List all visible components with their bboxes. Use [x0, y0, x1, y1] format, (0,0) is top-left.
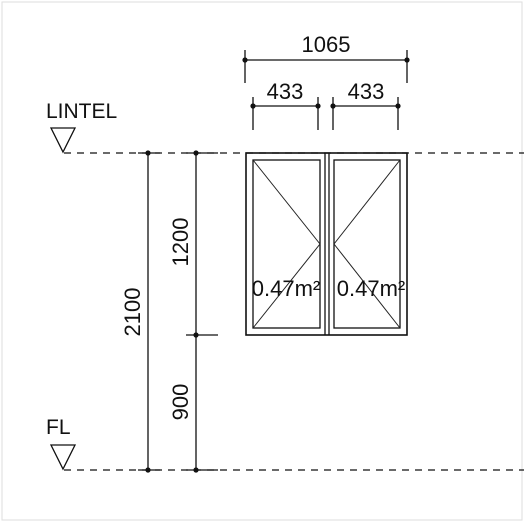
sill-height-value: 900	[168, 384, 193, 421]
left-sash-tick-right	[315, 103, 321, 109]
left-sash-width-value: 433	[267, 79, 304, 104]
left-sash-opening-line-bottom	[252, 243, 321, 329]
floor-label: FL	[46, 416, 71, 439]
right-sash-opening-line-bottom	[333, 243, 401, 329]
right-sash-width-value: 433	[348, 79, 385, 104]
window-elevation: 0.47m² 0.47m²	[245, 152, 408, 336]
right-sash-tick-left	[330, 103, 336, 109]
left-sash-tick-left	[250, 103, 256, 109]
overall-width-value: 1065	[302, 32, 351, 57]
left-sash-area: 0.47m²	[252, 276, 320, 301]
window-height-tick-top	[193, 150, 199, 156]
right-sash-frame	[333, 159, 401, 329]
left-sash-opening-line-top	[252, 159, 321, 245]
left-sash-frame	[252, 159, 321, 329]
lintel-label: LINTEL	[46, 100, 117, 123]
right-sash-tick-right	[395, 103, 401, 109]
overall-height-tick-top	[145, 150, 151, 156]
overall-height-tick-bottom	[145, 467, 151, 473]
lintel-level-marker-icon	[49, 127, 77, 154]
overall-height-value: 2100	[120, 288, 145, 337]
window-height-value: 1200	[168, 218, 193, 267]
window-outer-frame	[245, 152, 408, 336]
overall-width-tick-right	[404, 57, 410, 63]
overall-width-tick-left	[242, 57, 248, 63]
sill-height-tick-bottom	[193, 467, 199, 473]
right-sash-opening-line-top	[333, 159, 401, 245]
right-sash-area: 0.47m²	[337, 276, 405, 301]
floor-level-marker-icon	[49, 444, 77, 471]
